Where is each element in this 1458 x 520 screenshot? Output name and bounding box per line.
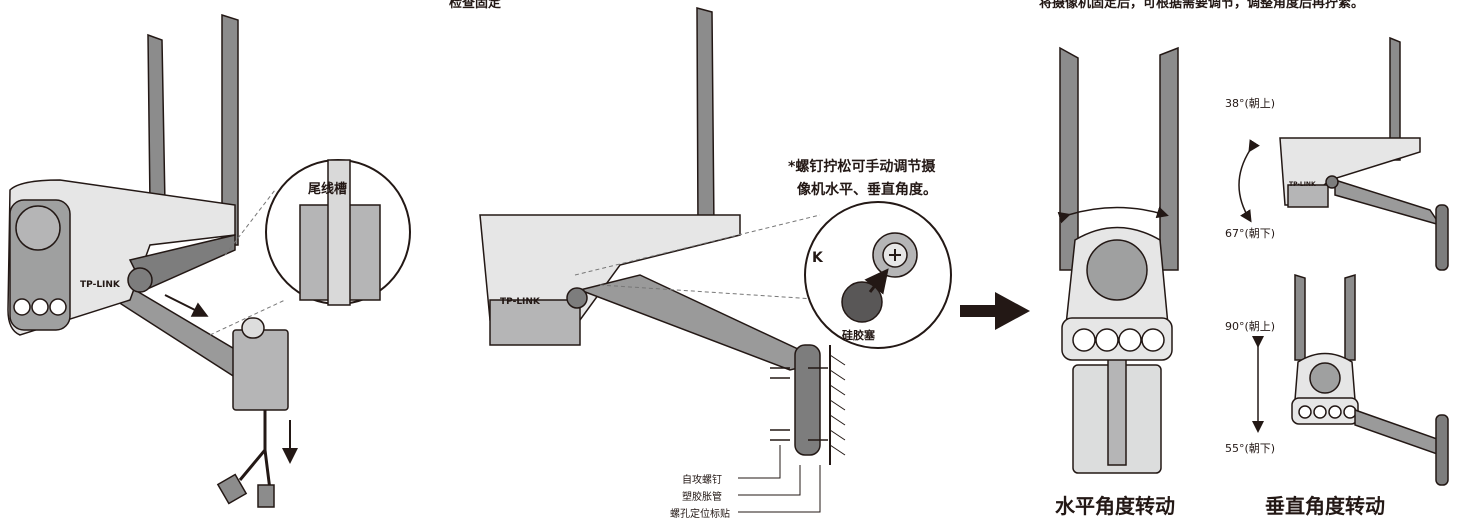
panel2-brand-logo: TP-LINK <box>500 297 540 307</box>
panel4-camera-illustration <box>1238 36 1449 486</box>
transition-arrow-icon <box>960 292 1030 330</box>
adjust-note-line2: 像机水平、垂直角度。 <box>797 182 937 198</box>
front-up-angle: 90°(朝上) <box>1225 320 1276 333</box>
part-plastic-anchor: 塑胶胀管 <box>682 492 722 503</box>
panel1-slide-arrows <box>164 294 298 464</box>
panel4-brand-logo: TP-LINK <box>1289 181 1316 188</box>
top-cut-text-right: 将摄像机固定后，可根据需要调节，调整角度后再拧紧。 <box>1039 0 1365 11</box>
vertical-rotation-caption: 垂直角度转动 <box>1265 494 1385 518</box>
tilt-down-angle: 67°(朝下) <box>1225 227 1276 240</box>
adjust-note-line1: *螺钉拧松可手动调节摄 <box>788 159 936 175</box>
panel2-callout <box>574 201 952 349</box>
cable-groove-label: 尾线槽 <box>308 182 348 197</box>
horizontal-rotation-caption: 水平角度转动 <box>1055 494 1175 518</box>
panel1-camera-illustration <box>7 13 289 508</box>
part-hole-sticker: 螺孔定位标贴 <box>670 509 730 520</box>
panel3-camera-illustration <box>1057 46 1179 474</box>
tilt-up-angle: 38°(朝上) <box>1225 97 1276 110</box>
front-down-angle: 55°(朝下) <box>1225 442 1276 455</box>
panel1-callout <box>209 159 411 336</box>
panel2-camera-illustration <box>479 7 846 513</box>
part-self-tapping-screw: 自攻螺钉 <box>682 475 722 486</box>
top-cut-text-left: 检查固定 <box>449 0 502 11</box>
silicone-plug-label: 硅胶塞 <box>842 329 875 342</box>
panel1-brand-logo: TP-LINK <box>80 280 120 290</box>
panel2-brand-fragment: K <box>812 250 823 266</box>
